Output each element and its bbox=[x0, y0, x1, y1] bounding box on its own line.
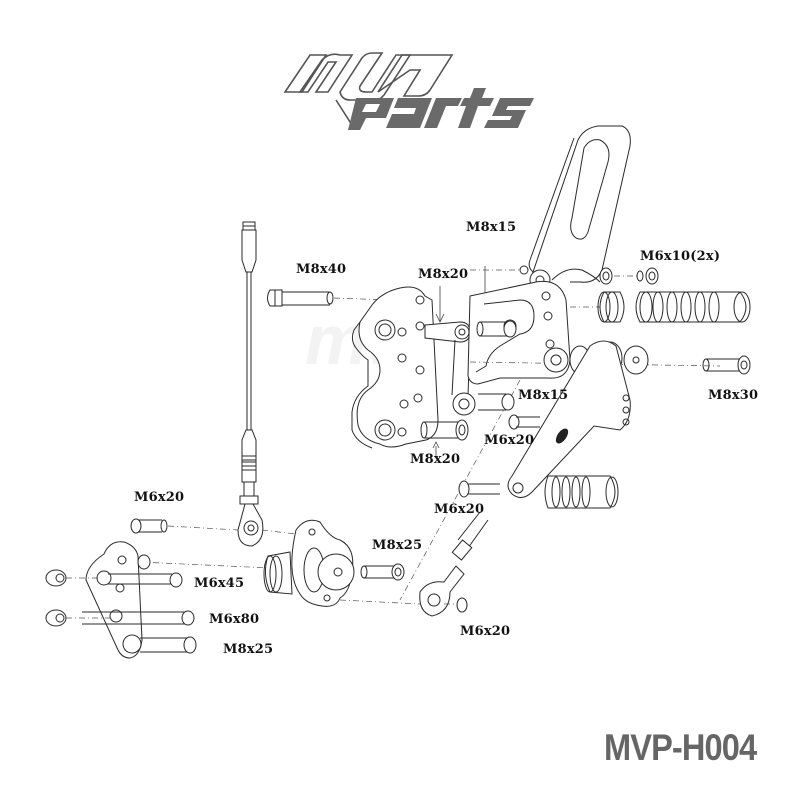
label-m8x40: M8x40 bbox=[296, 262, 347, 277]
label-m6x20-lever: M6x20 bbox=[434, 502, 485, 517]
label-m8x25-left: M8x25 bbox=[223, 642, 274, 657]
shift-lever bbox=[399, 340, 631, 601]
pivot-housing bbox=[139, 519, 421, 607]
heel-guard bbox=[470, 125, 659, 291]
label-m8x20-top: M8x20 bbox=[418, 267, 469, 282]
label-m8x25-right: M8x25 bbox=[372, 538, 423, 553]
shift-rod bbox=[237, 221, 264, 547]
mv-parts-logo bbox=[283, 52, 534, 130]
label-m6x80: M6x80 bbox=[209, 612, 260, 627]
label-m6x45: M6x45 bbox=[194, 576, 245, 591]
label-m8x15-mid: M8x15 bbox=[518, 388, 569, 403]
left-mount-plate bbox=[45, 518, 239, 659]
rod-end-lower bbox=[419, 511, 489, 617]
label-m6x20-mid: M6x20 bbox=[484, 433, 535, 448]
logo-parts-filled bbox=[348, 88, 534, 130]
main-bracket-plate bbox=[351, 286, 439, 449]
label-m6x20-rodend: M6x20 bbox=[460, 624, 511, 639]
label-m6x20-left: M6x20 bbox=[134, 490, 185, 505]
product-code: MVP-H004 bbox=[604, 727, 757, 768]
label-m8x30: M8x30 bbox=[708, 388, 759, 403]
label-m8x15-top: M8x15 bbox=[466, 220, 517, 235]
footpeg bbox=[570, 291, 751, 323]
bolt-m8x40 bbox=[267, 289, 391, 307]
label-m8x20-bottom: M8x20 bbox=[410, 452, 461, 467]
logo-mv-outline bbox=[283, 52, 454, 127]
label-m6x10-2x: M6x10(2x) bbox=[640, 249, 721, 264]
